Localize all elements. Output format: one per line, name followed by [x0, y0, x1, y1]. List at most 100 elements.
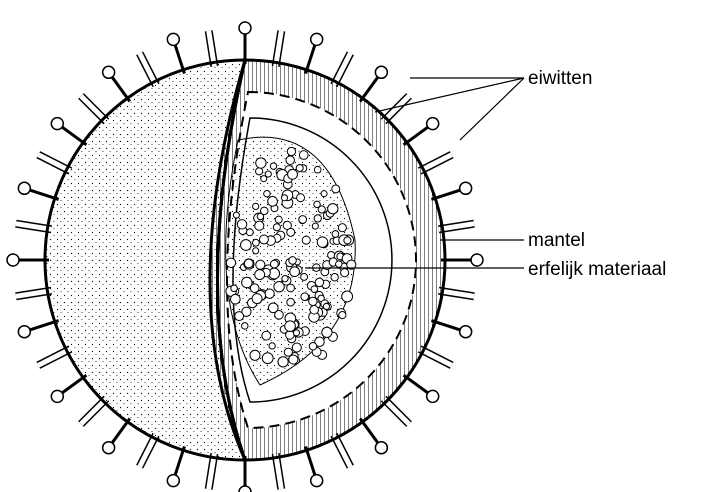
genetic-bead — [288, 169, 298, 179]
genetic-bead — [285, 321, 296, 332]
genetic-bead — [289, 257, 297, 265]
spike-protein-head — [51, 390, 63, 402]
genetic-bead — [296, 164, 303, 171]
genetic-bead — [235, 312, 244, 321]
genetic-bead — [260, 207, 267, 214]
spike-protein-head — [103, 442, 115, 454]
genetic-bead — [338, 224, 346, 232]
genetic-bead — [311, 286, 318, 293]
genetic-bead — [242, 277, 252, 287]
genetic-bead — [299, 216, 307, 224]
genetic-bead — [262, 353, 273, 364]
genetic-bead — [262, 331, 271, 340]
genetic-bead — [286, 156, 295, 165]
spike-protein-head — [239, 486, 251, 492]
genetic-bead — [261, 176, 267, 182]
genetic-bead — [287, 228, 295, 236]
genetic-bead — [342, 291, 353, 302]
genetic-bead — [297, 194, 305, 202]
spike-protein-head — [375, 442, 387, 454]
genetic-bead — [250, 350, 260, 360]
genetic-bead — [328, 204, 338, 214]
genetic-bead — [289, 355, 298, 364]
spike-protein-head — [311, 475, 323, 487]
genetic-bead — [231, 285, 238, 292]
genetic-bead — [299, 151, 308, 160]
genetic-bead — [332, 185, 340, 193]
genetic-bead — [287, 147, 295, 155]
genetic-bead — [278, 357, 288, 367]
genetic-bead — [256, 158, 266, 168]
genetic-bead — [275, 311, 284, 320]
genetic-bead — [339, 312, 346, 319]
genetic-bead — [270, 163, 276, 169]
spike-protein-head — [471, 254, 483, 266]
genetic-bead — [244, 259, 253, 268]
genetic-bead — [336, 261, 342, 267]
genetic-bead — [226, 258, 235, 267]
label-coat: mantel — [528, 230, 585, 251]
genetic-bead — [253, 248, 259, 254]
genetic-bead — [253, 203, 259, 209]
genetic-bead — [259, 235, 268, 244]
genetic-bead — [270, 260, 278, 268]
genetic-bead — [344, 237, 351, 244]
spike-protein-head — [18, 326, 30, 338]
genetic-bead — [301, 293, 309, 301]
cut-section — [210, 60, 445, 460]
genetic-bead — [233, 212, 239, 218]
genetic-bead — [269, 343, 275, 349]
genetic-bead — [255, 270, 265, 280]
genetic-bead — [332, 231, 339, 238]
genetic-bead — [281, 195, 287, 201]
spike-protein-head — [167, 33, 179, 45]
genetic-bead — [331, 274, 338, 281]
genetic-bead — [241, 240, 252, 251]
spike-protein-head — [18, 182, 30, 194]
label-genetic-material: erfelijk materiaal — [528, 259, 666, 280]
genetic-bead — [273, 224, 280, 231]
genetic-bead — [253, 239, 260, 246]
spike-protein-head — [103, 66, 115, 78]
genetic-bead — [264, 190, 270, 196]
spike-protein-head — [51, 118, 63, 130]
genetic-bead — [287, 284, 295, 292]
genetic-bead — [317, 237, 327, 247]
genetic-bead — [322, 327, 332, 337]
genetic-bead — [310, 306, 319, 315]
genetic-bead — [302, 236, 310, 244]
genetic-bead — [231, 294, 241, 304]
genetic-bead — [315, 278, 323, 286]
genetic-bead — [341, 269, 349, 277]
spike-protein-head — [427, 390, 439, 402]
genetic-bead — [282, 276, 288, 282]
label-proteins: eiwitten — [528, 68, 592, 89]
genetic-bead — [323, 303, 329, 309]
spike-protein-head — [460, 182, 472, 194]
genetic-bead — [242, 323, 248, 329]
spike-protein-head — [375, 66, 387, 78]
genetic-bead — [301, 273, 308, 280]
genetic-bead — [256, 168, 263, 175]
spike-protein-head — [167, 475, 179, 487]
genetic-bead — [246, 229, 253, 236]
genetic-bead — [293, 330, 299, 336]
genetic-bead — [256, 260, 265, 269]
genetic-bead — [268, 197, 278, 207]
genetic-bead — [237, 220, 246, 229]
genetic-bead — [309, 342, 316, 349]
genetic-bead — [314, 215, 321, 222]
genetic-bead — [314, 201, 320, 207]
genetic-bead — [252, 294, 262, 304]
spike-protein-head — [311, 33, 323, 45]
spike-protein-head — [7, 254, 19, 266]
genetic-bead — [287, 298, 295, 306]
genetic-bead — [275, 216, 282, 223]
genetic-bead — [321, 191, 327, 197]
spike-protein-head — [460, 326, 472, 338]
genetic-bead — [265, 289, 274, 298]
genetic-bead — [292, 343, 301, 352]
genetic-bead — [309, 297, 317, 305]
genetic-bead — [290, 267, 300, 277]
